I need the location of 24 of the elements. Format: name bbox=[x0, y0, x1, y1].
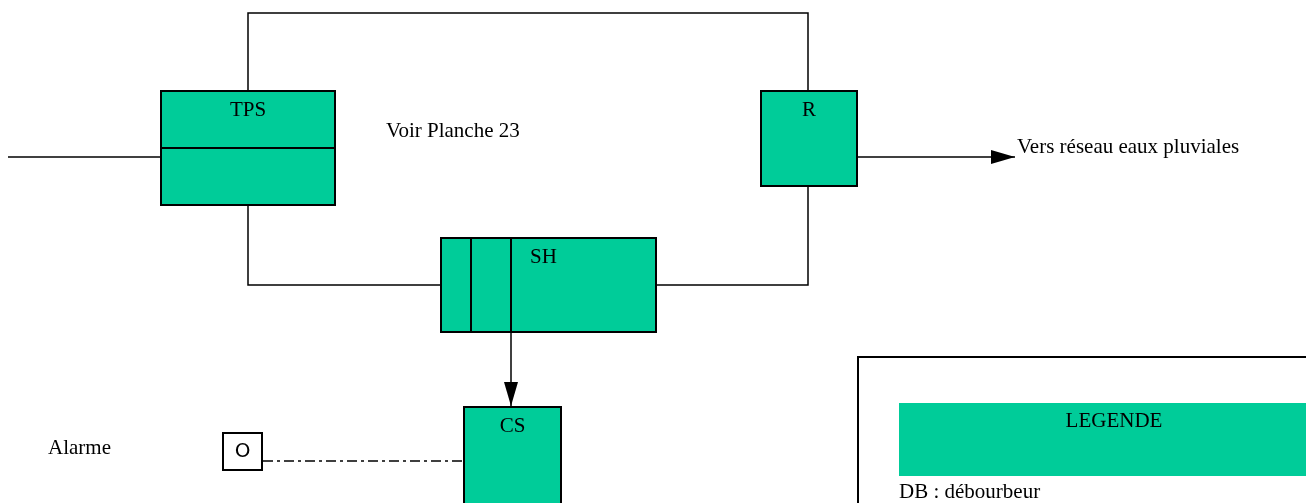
node-label: R bbox=[802, 98, 816, 122]
legend-panel bbox=[857, 356, 1306, 503]
node-label: Vers réseau eaux pluviales bbox=[1017, 135, 1240, 159]
indicator-symbol: O bbox=[234, 440, 251, 460]
node-label: TPS bbox=[229, 98, 267, 122]
note-text: Alarme bbox=[48, 436, 111, 460]
alarm-indicator-box bbox=[222, 432, 263, 471]
legend-header-band bbox=[899, 403, 1306, 476]
signal-line bbox=[262, 460, 464, 462]
pipe-line bbox=[247, 205, 441, 286]
legend-entry: DB : débourbeur bbox=[899, 480, 1041, 503]
pipe-line bbox=[656, 186, 809, 286]
node-label: SH bbox=[530, 245, 557, 269]
pipe-line bbox=[7, 156, 161, 158]
pipe-line bbox=[247, 12, 809, 91]
node-label: CS bbox=[499, 414, 526, 438]
note-text: Voir Planche 23 bbox=[386, 119, 520, 143]
process-box bbox=[463, 406, 562, 503]
process-box bbox=[160, 90, 336, 206]
node-label: LEGENDE bbox=[1065, 409, 1163, 433]
process-box bbox=[760, 90, 858, 187]
process-box bbox=[440, 237, 657, 333]
arrow bbox=[504, 332, 518, 407]
arrow bbox=[857, 150, 1016, 164]
